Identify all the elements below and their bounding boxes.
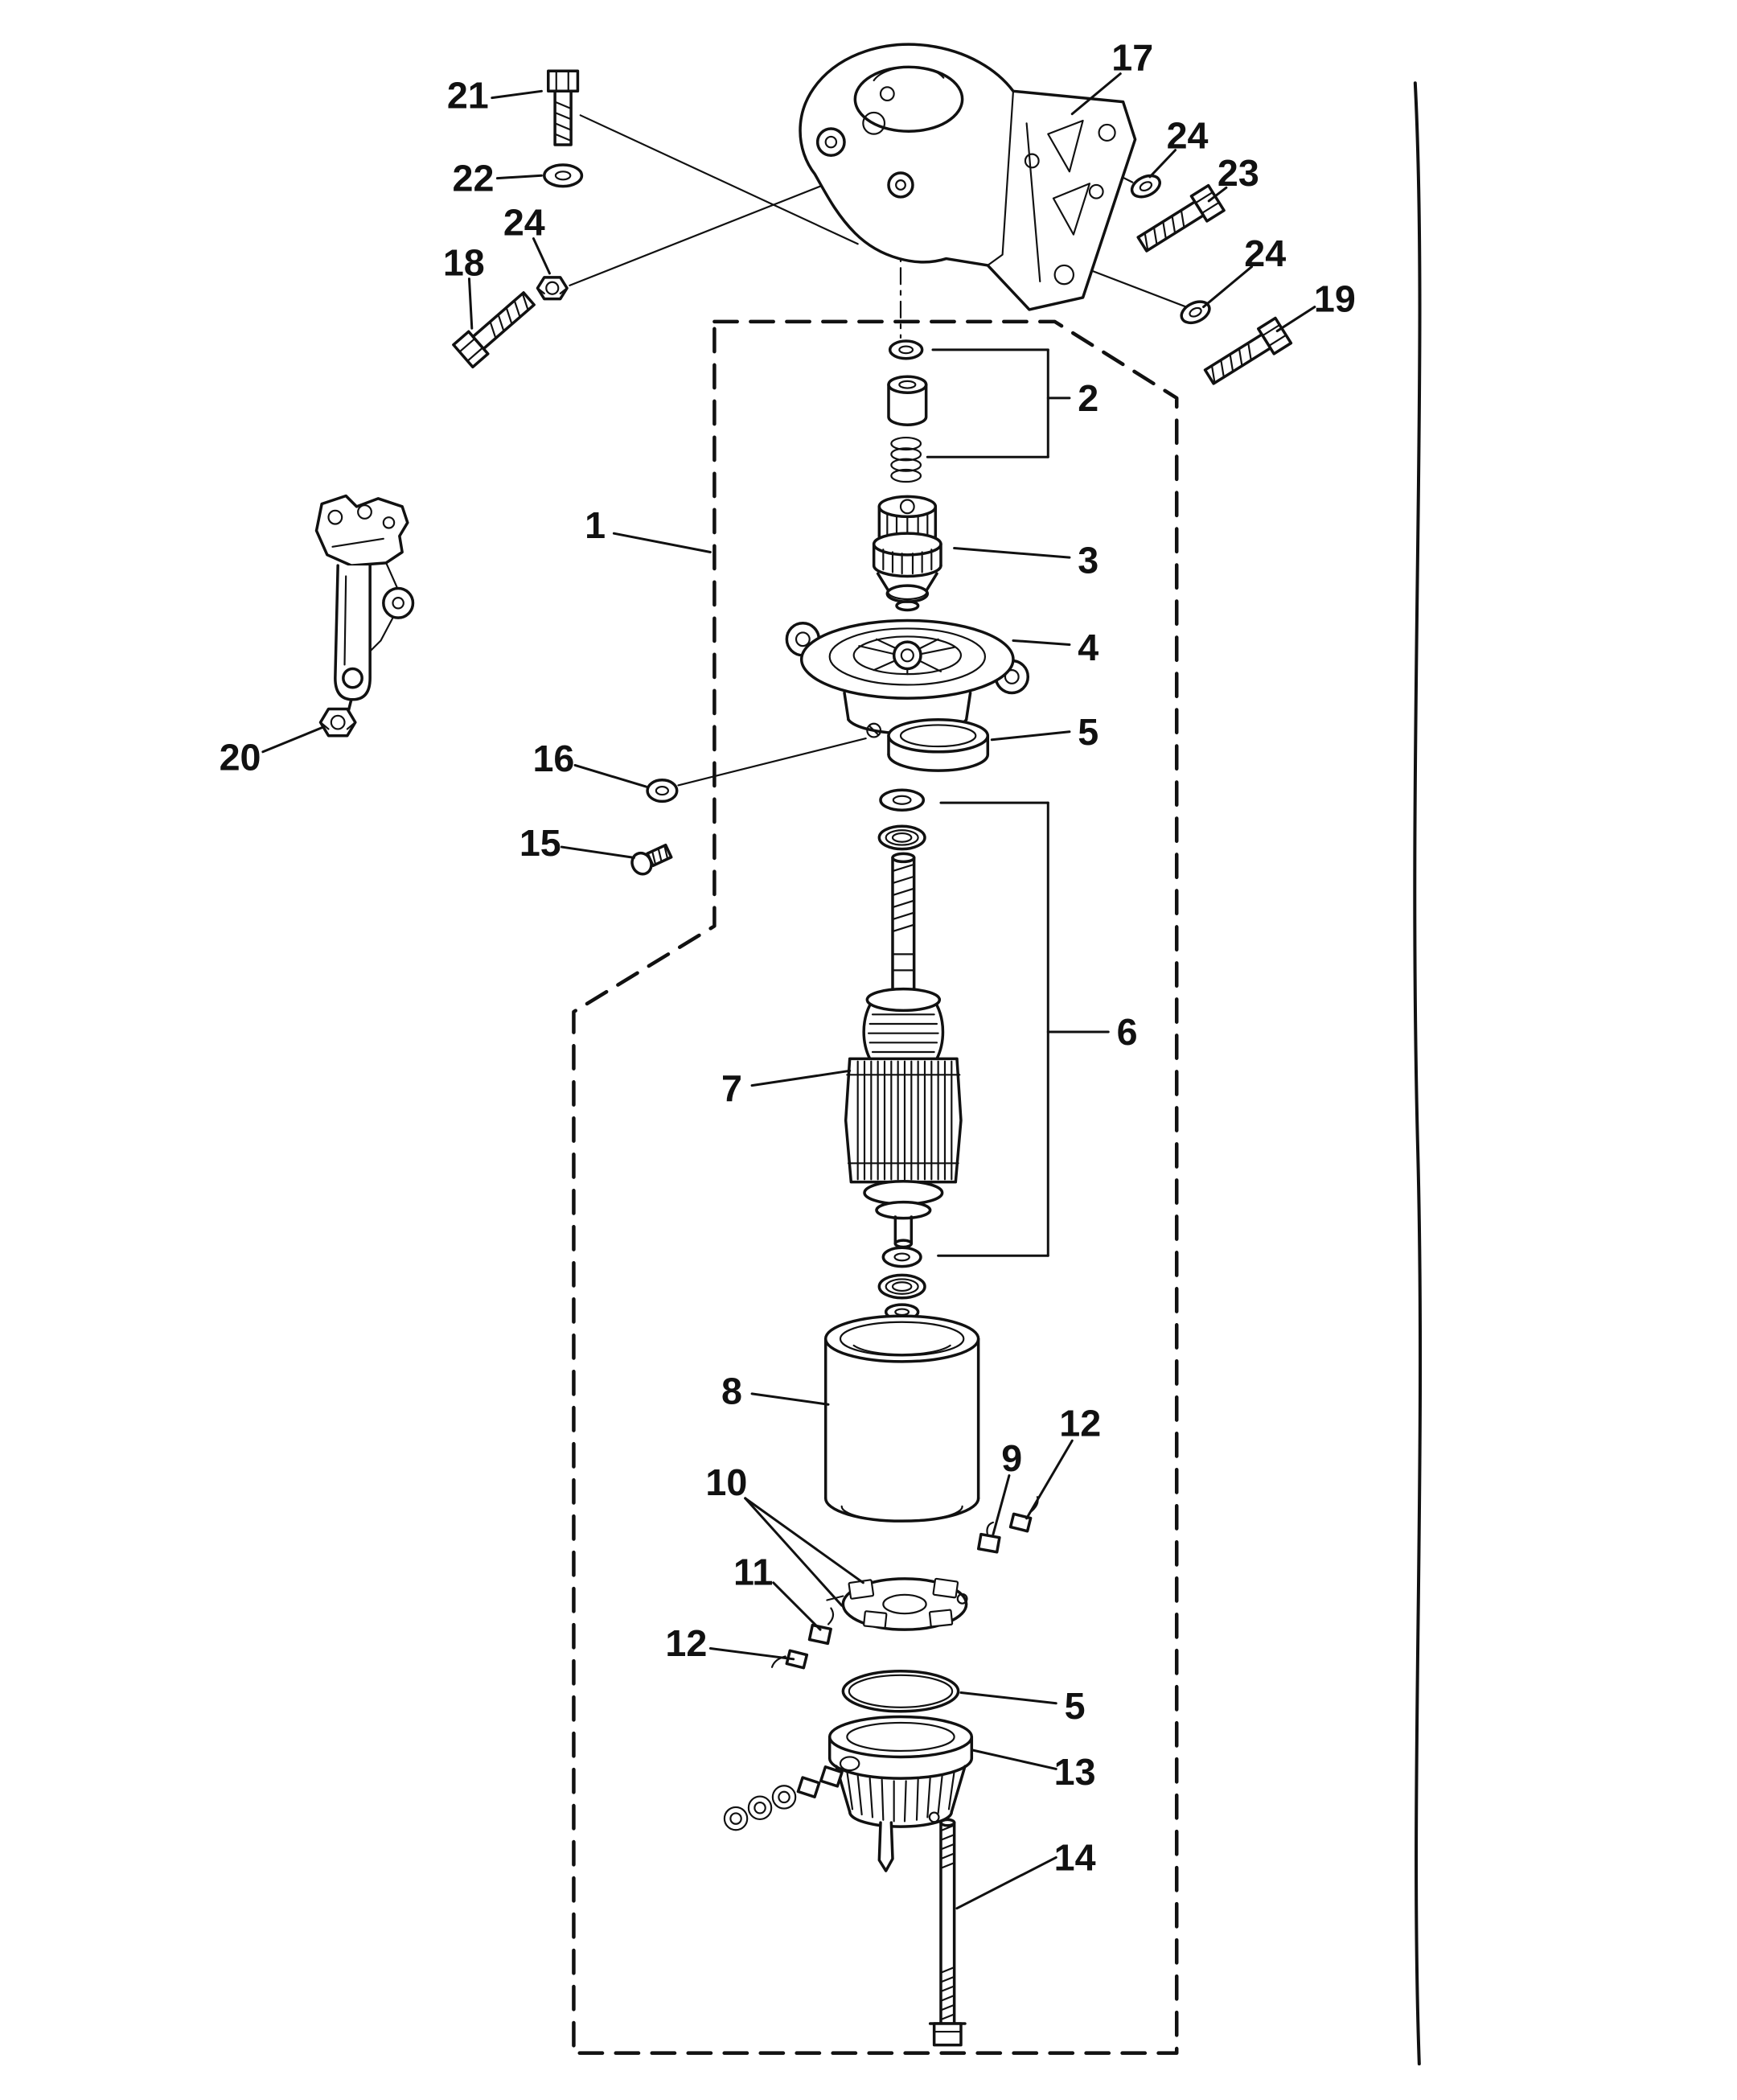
callout-leader-line-19 bbox=[1275, 306, 1316, 333]
callout-label-12: 12 bbox=[665, 1622, 707, 1664]
callout-label-6: 6 bbox=[1117, 1011, 1138, 1053]
callout-leader-line-13 bbox=[971, 1749, 1057, 1770]
part-end-cap bbox=[827, 1715, 974, 1872]
part-through-bolt bbox=[928, 1818, 967, 2047]
callout-label-1: 1 bbox=[585, 504, 606, 546]
callout-leader-line-21 bbox=[491, 89, 543, 100]
callout-label-15: 15 bbox=[519, 822, 561, 864]
callout-leader-line-15 bbox=[560, 845, 635, 859]
callout-leader-line-7 bbox=[750, 1069, 852, 1087]
part-brush-springs bbox=[723, 1756, 860, 1831]
part-drive-pinion bbox=[872, 495, 942, 612]
callout-label-10: 10 bbox=[705, 1461, 747, 1503]
callout-leader-line-11 bbox=[772, 1581, 822, 1631]
part-thrust-washers-lower bbox=[877, 1246, 926, 1321]
callout-label-18: 18 bbox=[443, 242, 485, 284]
callout-label-24: 24 bbox=[1244, 232, 1286, 274]
callout-leader-line-16 bbox=[573, 763, 647, 788]
callout-leader-line-22 bbox=[495, 174, 543, 180]
callout-label-12: 12 bbox=[1059, 1403, 1101, 1445]
part-mounting-bracket bbox=[799, 43, 1137, 311]
part-screw-15 bbox=[630, 843, 673, 876]
callout-leader-line-10 bbox=[744, 1497, 864, 1584]
part-hex-bolt-21 bbox=[547, 69, 580, 146]
part-drive-end-housing bbox=[785, 618, 1030, 735]
callout-label-5: 5 bbox=[1078, 711, 1098, 753]
part-brush-11 bbox=[807, 1607, 835, 1646]
callout-leader-line-1 bbox=[612, 532, 712, 553]
part-armature bbox=[844, 852, 963, 1249]
part-washer-24-top bbox=[1130, 174, 1161, 199]
part-frame bbox=[823, 1314, 980, 1523]
part-spring bbox=[890, 436, 922, 483]
callout-label-8: 8 bbox=[721, 1371, 742, 1412]
callout-label-3: 3 bbox=[1078, 539, 1098, 581]
part-stop-washer bbox=[888, 339, 924, 360]
callout-leader-line-8 bbox=[750, 1392, 830, 1406]
callout-label-23: 23 bbox=[1218, 152, 1259, 194]
page-edge-artifact bbox=[1413, 81, 1423, 2066]
callout-leader-line-5 bbox=[959, 1691, 1057, 1705]
part-washer-22 bbox=[543, 163, 584, 188]
callout-label-2: 2 bbox=[1078, 377, 1098, 419]
callout-leader-line-12 bbox=[708, 1646, 795, 1661]
callout-label-11: 11 bbox=[733, 1551, 773, 1593]
callout-leader-line-17 bbox=[1070, 72, 1122, 116]
callout-label-13: 13 bbox=[1054, 1751, 1096, 1793]
part-brush-9 bbox=[976, 1521, 1001, 1554]
callout-label-16: 16 bbox=[532, 738, 574, 779]
callout-leader-line-12 bbox=[1025, 1439, 1074, 1520]
callout-label-19: 19 bbox=[1314, 278, 1356, 320]
part-brush-plate bbox=[807, 1577, 968, 1646]
part-support-bracket bbox=[314, 494, 415, 712]
callout-leader-line-14 bbox=[955, 1855, 1057, 1910]
callout-leader-line-9 bbox=[992, 1474, 1011, 1536]
callout-leader-line-23 bbox=[1207, 186, 1228, 203]
part-hex-bolt-19 bbox=[1203, 316, 1293, 385]
part-washer-24-right bbox=[1180, 300, 1211, 325]
callout-leader-line-24 bbox=[1148, 149, 1177, 179]
callout-leader-line-20 bbox=[261, 726, 323, 754]
callout-label-20: 20 bbox=[220, 736, 261, 778]
callout-label-24: 24 bbox=[1167, 114, 1209, 156]
callout-label-22: 22 bbox=[453, 158, 495, 199]
part-thrust-washers-upper bbox=[877, 788, 926, 851]
callout-leader-line-3 bbox=[953, 546, 1071, 559]
part-spacer-bushing bbox=[887, 375, 928, 426]
callout-leader-line-24 bbox=[532, 237, 551, 275]
callout-label-21: 21 bbox=[447, 74, 489, 116]
callout-leader-line-18 bbox=[467, 277, 474, 330]
assembly-boundary bbox=[572, 319, 1179, 2055]
part-collar-upper bbox=[866, 718, 990, 772]
part-washer-16 bbox=[646, 779, 679, 803]
callout-label-7: 7 bbox=[721, 1067, 742, 1109]
callout-leader-line-24 bbox=[1202, 265, 1254, 309]
callout-layer: 2122241817242324191234516152067812910111… bbox=[220, 37, 1356, 1910]
callout-leader-line-4 bbox=[1012, 639, 1071, 646]
callout-label-9: 9 bbox=[1001, 1437, 1022, 1479]
callout-label-14: 14 bbox=[1054, 1836, 1096, 1878]
part-hex-nut-20 bbox=[318, 707, 357, 738]
part-o-ring-lower bbox=[841, 1670, 960, 1713]
callout-leader-line-5 bbox=[990, 730, 1071, 742]
callout-label-4: 4 bbox=[1078, 627, 1098, 668]
part-brush-12-right bbox=[1008, 1496, 1039, 1533]
part-hex-nut-24-left bbox=[536, 276, 569, 301]
callout-label-5: 5 bbox=[1065, 1685, 1086, 1727]
callout-leader-line-10 bbox=[744, 1497, 844, 1607]
callout-label-17: 17 bbox=[1111, 37, 1153, 79]
callout-label-24: 24 bbox=[503, 202, 545, 244]
part-hex-bolt-18 bbox=[452, 291, 536, 369]
part-hex-bolt-23 bbox=[1136, 183, 1226, 253]
